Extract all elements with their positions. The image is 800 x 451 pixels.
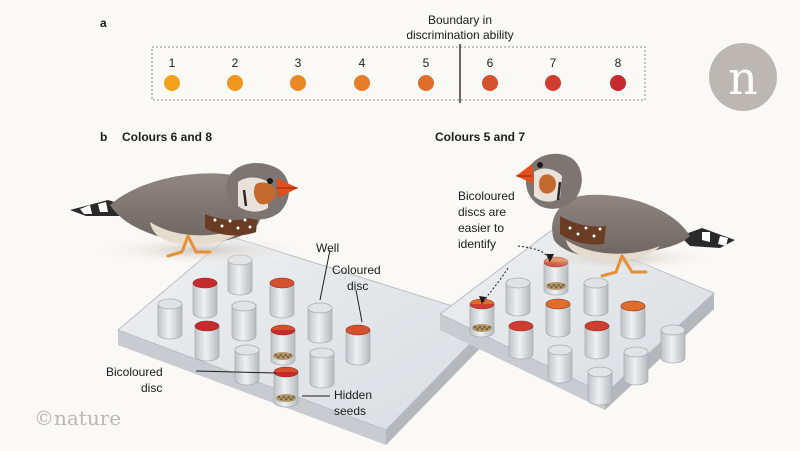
nature-logo-letter: n [728, 51, 758, 105]
colour-swatch [482, 75, 498, 91]
well [231, 300, 257, 342]
well-coloured-disc [194, 320, 220, 362]
well-coloured-disc [269, 277, 295, 319]
easier-label-line3: easier to [458, 221, 504, 235]
well [623, 346, 649, 386]
panel-b-letter: b [100, 130, 107, 144]
well-coloured-disc [545, 298, 571, 338]
boundary-label-line2: discrimination ability [406, 28, 513, 42]
easier-label-line4: identify [458, 237, 496, 251]
zebra-finch-right [516, 153, 735, 278]
well [234, 344, 260, 386]
well [583, 277, 609, 317]
colour-scale-box [151, 46, 646, 101]
well [157, 298, 183, 340]
well [309, 347, 335, 389]
swatch-number: 6 [487, 56, 494, 70]
well-coloured-disc [192, 277, 218, 319]
leader-lines [195, 245, 551, 397]
well-coloured-disc [584, 320, 610, 360]
nature-credit: ©nature [34, 406, 121, 430]
swatch-number: 1 [169, 56, 176, 70]
swatch-number: 8 [615, 56, 622, 70]
well-coloured-disc [345, 324, 371, 366]
left-panel-title: Colours 6 and 8 [122, 130, 212, 144]
right-panel-title: Colours 5 and 7 [435, 130, 525, 144]
swatch-number: 4 [359, 56, 366, 70]
left-wells [157, 254, 371, 408]
panel-a-letter: a [100, 16, 107, 30]
easier-label-line1: Bicoloured [458, 189, 515, 203]
well-coloured-disc [620, 300, 646, 340]
well [660, 324, 686, 364]
colour-swatch-row: 1 2 3 4 5 6 7 8 [164, 56, 626, 91]
arrow-head-right [546, 254, 554, 262]
hidden-seeds-label-line1: Hidden [334, 388, 372, 402]
well-bicoloured-disc [270, 324, 296, 366]
coloured-disc-label-line2: disc [347, 279, 368, 293]
bicoloured-disc-label-line2: disc [141, 381, 162, 395]
colour-swatch [545, 75, 561, 91]
well [587, 366, 613, 406]
colour-swatch [290, 75, 306, 91]
bicoloured-disc-label-line1: Bicoloured [106, 365, 163, 379]
well-bicoloured-disc [469, 298, 495, 338]
well-bicoloured-disc [273, 366, 299, 408]
swatch-number: 3 [295, 56, 302, 70]
swatch-number: 2 [232, 56, 239, 70]
easier-label-line2: discs are [458, 205, 506, 219]
arrow-head-left [479, 296, 486, 304]
swatch-number: 7 [550, 56, 557, 70]
zebra-finch-left [70, 163, 310, 266]
boundary-label-line1: Boundary in [428, 13, 492, 27]
colour-swatch [164, 75, 180, 91]
well-label: Well [316, 241, 339, 255]
colour-swatch [227, 75, 243, 91]
well-coloured-disc [508, 320, 534, 360]
well [547, 344, 573, 384]
nature-logo [709, 43, 777, 111]
well [505, 277, 531, 317]
left-tray [117, 235, 495, 445]
hidden-seeds-label-line2: seeds [334, 404, 366, 418]
well [307, 302, 333, 344]
coloured-disc-label-line1: Coloured [332, 263, 381, 277]
colour-swatch [610, 75, 626, 91]
colour-swatch [418, 75, 434, 91]
colour-swatch [354, 75, 370, 91]
swatch-number: 5 [423, 56, 430, 70]
right-wells [469, 256, 686, 406]
